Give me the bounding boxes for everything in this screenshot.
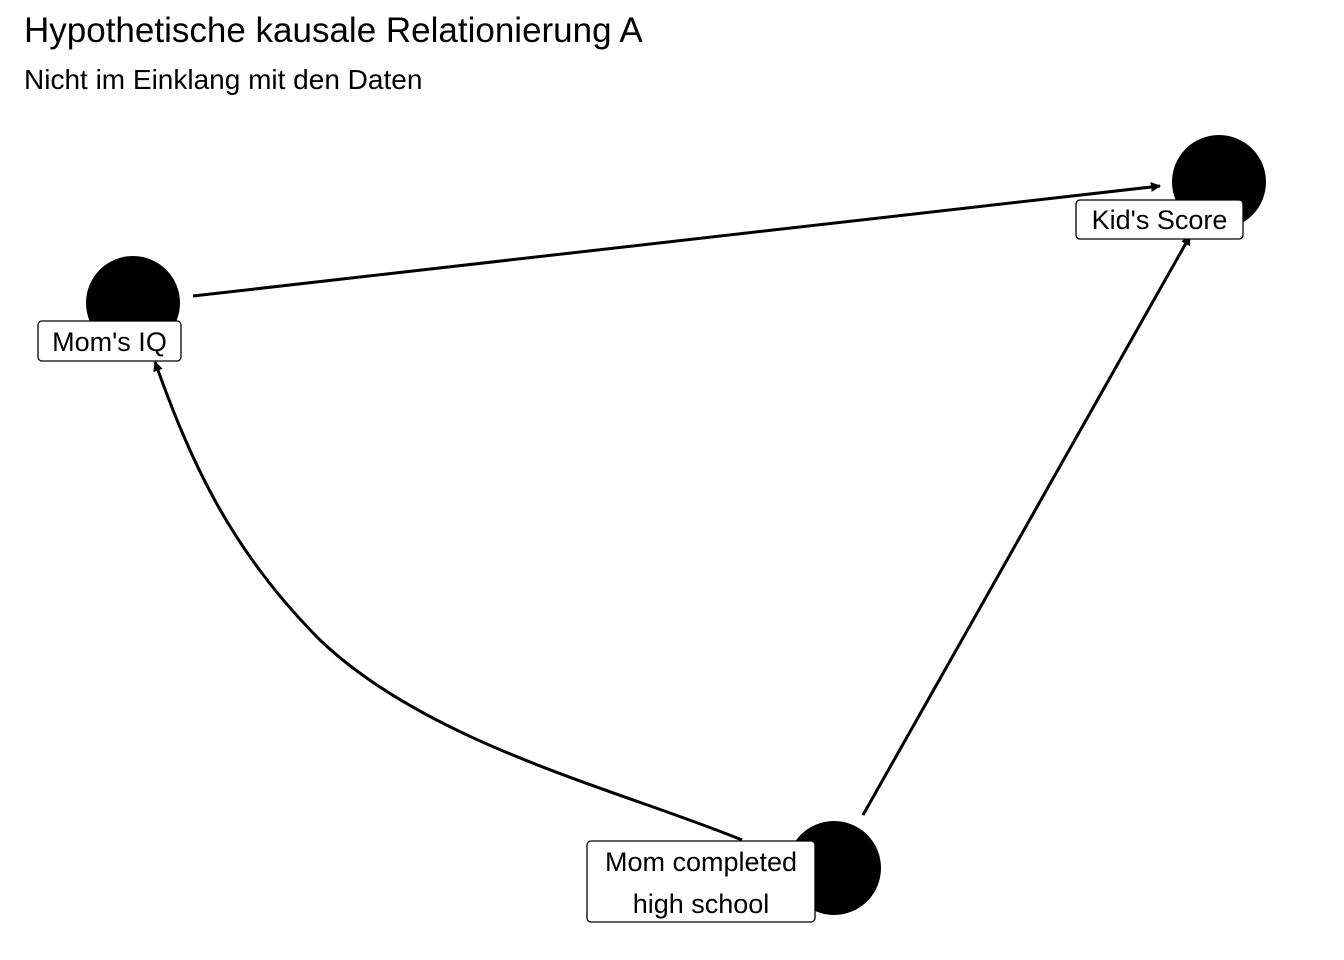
label-moms-iq-text: Mom's IQ bbox=[52, 327, 167, 357]
edge-moms-iq-to-kids-score bbox=[192, 182, 1161, 298]
label-kids-score: Kid's Score bbox=[1075, 199, 1244, 240]
edge-mom-hs-to-moms-iq bbox=[153, 361, 743, 842]
label-mom-hs-line-1: Mom completed bbox=[605, 847, 797, 877]
label-kids-score-text: Kid's Score bbox=[1092, 205, 1228, 235]
label-moms-iq: Mom's IQ bbox=[37, 320, 182, 362]
edge-mom-hs-to-kids-score bbox=[861, 235, 1192, 816]
label-mom-completed-high-school: Mom completed high school bbox=[586, 840, 816, 923]
label-mom-hs-line-2: high school bbox=[633, 889, 770, 919]
diagram-title: Hypothetische kausale Relationierung A bbox=[24, 11, 643, 50]
diagram-subtitle: Nicht im Einklang mit den Daten bbox=[24, 64, 423, 95]
